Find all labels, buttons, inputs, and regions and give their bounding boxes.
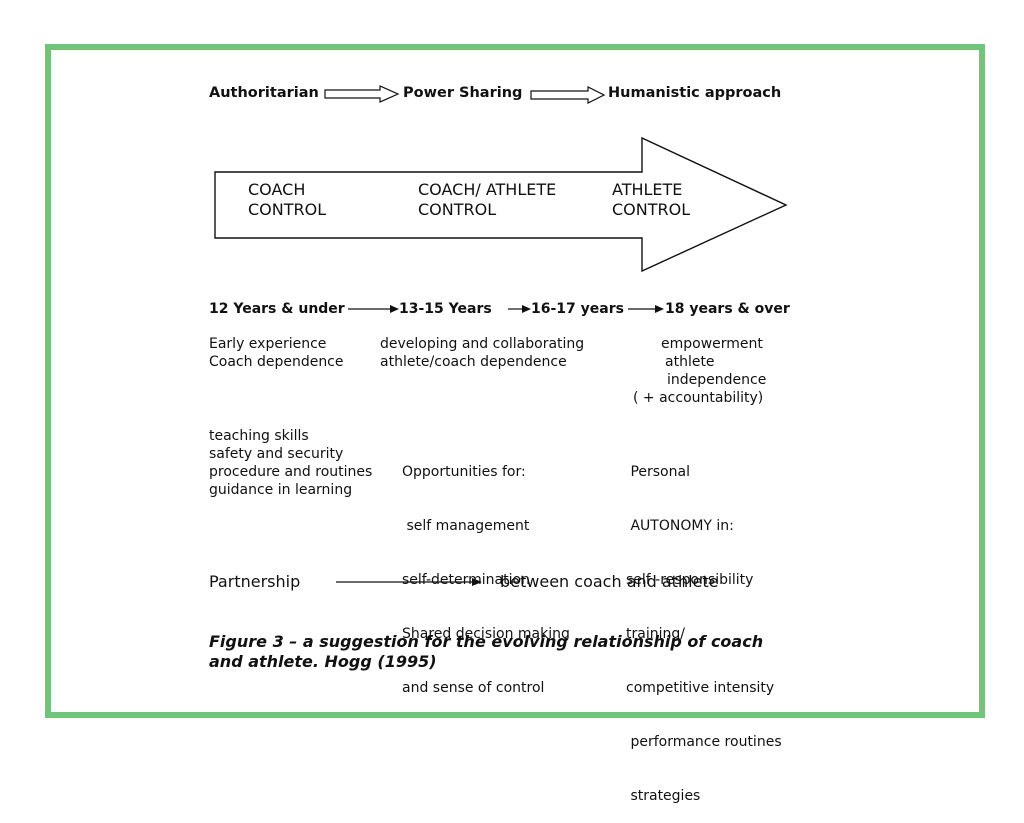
partnership-description: between coach and athlete bbox=[500, 572, 719, 591]
approach-humanistic: Humanistic approach bbox=[608, 85, 782, 101]
stage-athlete-control-line1: ATHLETE bbox=[612, 180, 683, 199]
skills-col3-line: strategies bbox=[626, 788, 701, 804]
age-12-under: 12 Years & under bbox=[209, 301, 345, 317]
approach-power-sharing: Power Sharing bbox=[403, 85, 523, 101]
stage-athlete-control-line2: CONTROL bbox=[612, 200, 691, 219]
stage-coach-control: COACH CONTROL bbox=[248, 180, 326, 220]
dependence-col3-line: empowerment bbox=[661, 336, 763, 352]
figure-caption-line1: Figure 3 – a suggestion for the evolving… bbox=[209, 632, 764, 651]
dependence-col1-line: Coach dependence bbox=[209, 354, 344, 370]
age-arrow-2-head bbox=[522, 305, 531, 313]
skills-col2-line: Shared decision making bbox=[402, 626, 570, 642]
dependence-col2: developing and collaborating athlete/coa… bbox=[380, 335, 584, 371]
hollow-arrow-2 bbox=[530, 86, 606, 104]
age-18-over: 18 years & over bbox=[665, 301, 790, 317]
age-arrow-1-head bbox=[390, 305, 399, 313]
partnership-arrow-head bbox=[472, 578, 482, 586]
dependence-col1: Early experience Coach dependence bbox=[209, 335, 344, 371]
age-16-17: 16-17 years bbox=[531, 301, 624, 317]
skills-col1-line: safety and security bbox=[209, 446, 344, 462]
partnership-label: Partnership bbox=[209, 572, 301, 591]
age-13-15: 13-15 Years bbox=[399, 301, 492, 317]
skills-col3: Personal AUTONOMY in: self -responsibili… bbox=[626, 427, 782, 823]
skills-col3-line: competitive intensity bbox=[626, 680, 775, 696]
dependence-col3: empowerment athlete independence ( + acc… bbox=[633, 335, 766, 407]
stage-athlete-control: ATHLETE CONTROL bbox=[612, 180, 690, 220]
stage-coach-control-line1: COACH bbox=[248, 180, 306, 199]
skills-col1: teaching skills safety and security proc… bbox=[209, 427, 372, 499]
skills-col3-line: self -responsibility bbox=[626, 572, 754, 588]
skills-col2-line: self-determination bbox=[402, 572, 530, 588]
skills-col3-line: performance routines bbox=[626, 734, 782, 750]
skills-col1-line: teaching skills bbox=[209, 428, 309, 444]
skills-col2-line: Opportunities for: bbox=[402, 464, 526, 480]
skills-col1-line: procedure and routines bbox=[209, 464, 373, 480]
dependence-col1-line: Early experience bbox=[209, 336, 327, 352]
big-control-arrow bbox=[214, 136, 788, 273]
skills-col3-line: Personal bbox=[626, 464, 690, 480]
age-arrow-3-head bbox=[655, 305, 664, 313]
diagram-arrows bbox=[214, 85, 788, 586]
skills-col3-line: training/ bbox=[626, 626, 685, 642]
dependence-col2-line: developing and collaborating bbox=[380, 336, 585, 352]
stage-coach-control-line2: CONTROL bbox=[248, 200, 327, 219]
skills-col2-line: and sense of control bbox=[402, 680, 545, 696]
dependence-col3-line: athlete bbox=[665, 354, 715, 370]
skills-col1-line: guidance in learning bbox=[209, 482, 353, 498]
skills-col3-line: AUTONOMY in: bbox=[626, 518, 734, 534]
dependence-col3-line: independence bbox=[667, 372, 767, 388]
skills-col2-line: self management bbox=[402, 518, 530, 534]
dependence-col2-line: athlete/coach dependence bbox=[380, 354, 567, 370]
dependence-col3-line: ( + accountability) bbox=[633, 390, 764, 406]
figure-caption: Figure 3 – a suggestion for the evolving… bbox=[209, 632, 763, 672]
stage-shared-control-line1: COACH/ ATHLETE bbox=[418, 180, 557, 199]
stage-shared-control: COACH/ ATHLETE CONTROL bbox=[418, 180, 556, 220]
figure-frame bbox=[45, 44, 985, 718]
approach-authoritarian: Authoritarian bbox=[209, 85, 319, 101]
skills-col2: Opportunities for: self management self-… bbox=[402, 427, 570, 715]
figure-caption-line2: and athlete. Hogg (1995) bbox=[209, 652, 437, 671]
hollow-arrow-1 bbox=[324, 85, 400, 103]
stage-shared-control-line2: CONTROL bbox=[418, 200, 497, 219]
